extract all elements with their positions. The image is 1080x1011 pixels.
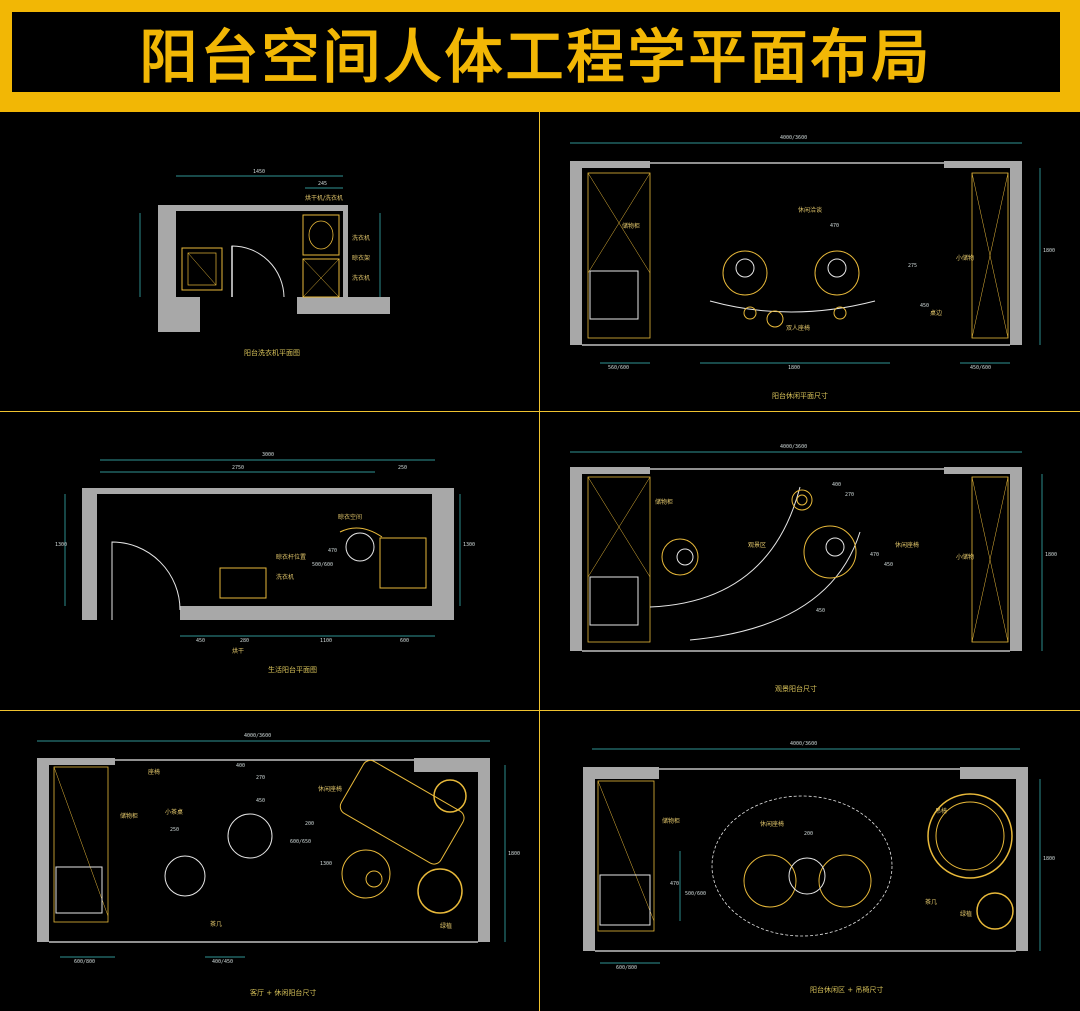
dim-top-right: 250 [398,465,408,471]
dim-bottom: 600/800 [616,965,638,971]
dim-a1: 200 [804,831,814,837]
dim-a3: 450 [256,798,266,804]
label-cabinet: 储物柜 [120,813,139,820]
label-drying-rod: 晾衣杆位置 [276,554,307,561]
dim-a1: 400 [832,482,842,488]
label-chair: 休闲座椅 [760,821,785,828]
dim-a3: 500/600 [685,891,707,897]
dim-left: 1300 [55,542,68,548]
dim-sub: 245 [318,181,328,187]
dim-top: 4000/3600 [790,741,818,747]
label-washer-a: 洗衣机 [352,235,371,242]
grid-divider-row1 [0,411,1080,412]
panel-1-caption: 阳台洗衣机平面图 [244,349,300,357]
label-cabinet: 储物柜 [622,223,641,230]
label-table: 桌边 [930,310,943,317]
panel-2-caption: 阳台休闲平面尺寸 [772,392,828,400]
label-rack: 晾衣架 [352,255,371,262]
floorplan-panel-2: 4000/3600 470 275 450 1800 560/600 1800 … [540,113,1080,410]
dim-top: 3000 [262,452,275,458]
dim-a2: 470 [670,881,680,887]
dim-a5: 250 [170,827,180,833]
title-banner: 阳台空间人体工程学平面布局 [0,0,1080,112]
dim-small2: 450 [920,303,930,309]
floorplan-6-drawing [583,748,1041,964]
dim-right: 1800 [1043,248,1056,254]
dim-a2: 270 [845,492,855,498]
label-plant: 绿植 [960,911,973,918]
dim-top: 4000/3600 [244,733,272,739]
dim-right: 1300 [463,542,476,548]
page-title: 阳台空间人体工程学平面布局 [139,23,933,91]
dim-right: 1800 [508,851,521,857]
label-chair: 休闲座椅 [895,542,920,549]
dim-bottom2: 280 [240,638,250,644]
dim-a4: 450 [884,562,894,568]
dim-a7: 200 [305,821,315,827]
floorplan-panel-5: 4000/3600 400 270 450 600/650 250 1300 2… [0,711,539,1011]
label-table: 茶几 [210,921,223,928]
dim-bottom2: 400/450 [212,959,234,965]
label-plant: 绿植 [440,923,453,930]
grid-divider-vertical [539,112,540,1011]
floorplan-1-drawing [139,175,390,332]
title-frame: 阳台空间人体工程学平面布局 [10,10,1062,94]
label-drying-area: 晾衣空间 [338,514,363,521]
label-hanging-chair: 吊椅 [935,808,948,815]
floorplan-panel-1: 1450 245 烘干机/洗衣机 洗衣机 晾衣架 洗衣机 阳台洗衣机平面图 [0,113,539,410]
label-table: 茶几 [925,899,938,906]
label-cabinet: 储物柜 [655,499,674,506]
dim-right: 1800 [1043,856,1056,862]
dim-bottom-left: 560/600 [608,365,630,371]
label-cabinet: 储物柜 [662,818,681,825]
label-small-table: 小茶桌 [165,809,184,816]
floorplan-3-drawing [64,459,461,637]
dim-top: 4000/3600 [780,135,808,141]
label-washer-b: 洗衣机 [352,275,371,282]
dim-bottom1: 450 [196,638,206,644]
dim-a3: 470 [870,552,880,558]
dim-right: 1800 [1045,552,1058,558]
dim-bottom3: 1100 [320,638,333,644]
dim-v2: 500/600 [312,562,334,568]
dim-bottom-mid: 1800 [788,365,801,371]
floorplan-2-drawing [570,142,1041,364]
dim-small1: 275 [908,263,918,269]
dim-a1: 400 [236,763,246,769]
panel-4-caption: 观景阳台尺寸 [775,685,817,693]
label-lounge: 休闲洽谈 [798,207,823,214]
label-view-area: 观景区 [748,542,767,549]
panel-3-caption: 生活阳台平面图 [268,666,317,674]
label-dryer: 烘干 [232,648,245,655]
dim-top-left: 2750 [232,465,245,471]
dim-a4: 600/650 [290,839,312,845]
label-small-storage: 小储物 [956,554,975,561]
dim-bottom-right: 450/600 [970,365,992,371]
panel-6-caption: 阳台休闲区 + 吊椅尺寸 [810,986,884,994]
label-seat: 座椅 [148,769,161,776]
dim-a5: 450 [816,608,826,614]
dim-bottom1: 600/800 [74,959,96,965]
grid-divider-row2 [0,710,1080,711]
dim-v1: 470 [328,548,338,554]
panel-5-caption: 客厅 + 休闲阳台尺寸 [250,989,317,997]
label-dryer: 烘干机/洗衣机 [305,195,344,202]
floorplan-4-drawing [570,451,1043,652]
label-washer: 洗衣机 [276,574,295,581]
dim-a2: 270 [256,775,266,781]
floorplan-5-drawing [37,740,506,958]
label-seats: 双人座椅 [786,325,811,332]
dim-a6: 1300 [320,861,333,867]
floorplan-panel-6: 4000/3600 200 470 500/600 1800 600/800 储… [540,711,1080,1011]
label-chair: 休闲座椅 [318,786,343,793]
dim-mid: 470 [830,223,840,229]
floorplan-panel-4: 4000/3600 400 270 470 450 450 1800 储物柜 观… [540,412,1080,709]
label-small-storage: 小储物 [956,255,975,262]
dim-top: 4000/3600 [780,444,808,450]
dim-top: 1450 [253,169,266,175]
floorplan-panel-3: 3000 2750 250 1300 1300 470 500/600 450 … [0,412,539,709]
dim-bottom4: 600 [400,638,410,644]
